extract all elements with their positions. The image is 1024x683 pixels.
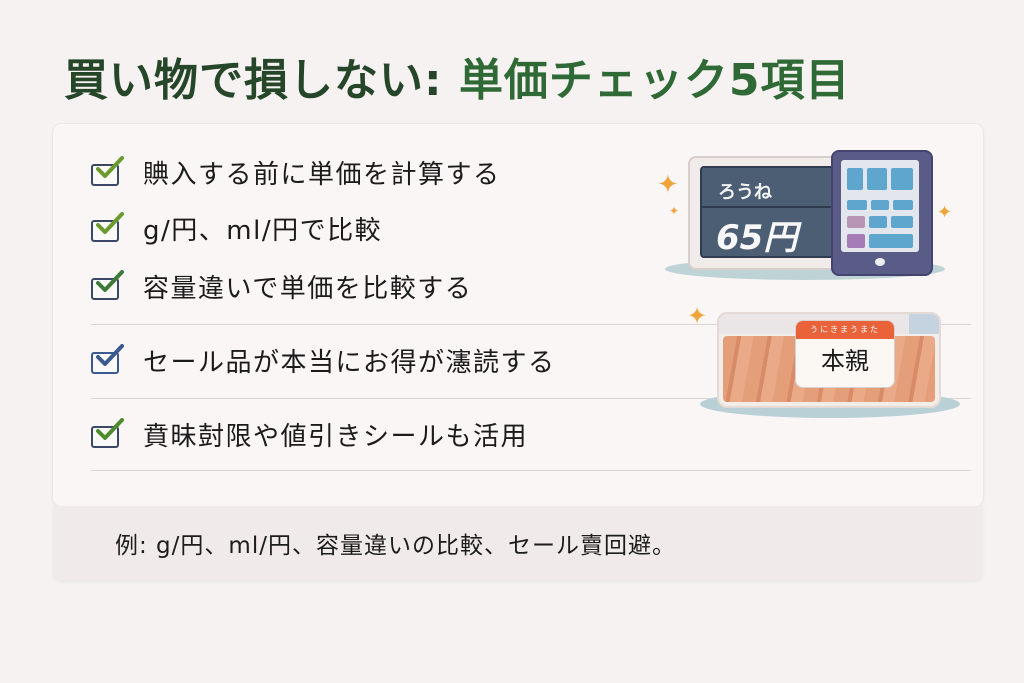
checklist-item-label: 容量違いで単価を比較する (143, 273, 473, 304)
page-title: 買い物で損しない: 単価チェック5項目 (64, 44, 851, 108)
price-display-top-text: ろうね (718, 182, 772, 203)
price-tag-header: うにきまうまた (796, 321, 894, 339)
sparkle-icon: ✦ (687, 302, 708, 330)
sparkle-icon: ✦ (669, 204, 680, 218)
divider (91, 324, 971, 325)
food-pack-illustration: ✦ うにきまうまた 本親 (687, 300, 960, 425)
divider (91, 398, 971, 399)
checklist-item-label: g/円、ml/円で比較 (143, 215, 383, 246)
checklist-item-3[interactable]: 容量違いで単価を比較する (91, 264, 472, 308)
price-calculator-illustration: ✦ ✦ ✦ ろうね 65円 (655, 150, 965, 285)
example-note: 例: g/円、ml/円、容量違いの比較、セール賣回避。 (53, 506, 983, 580)
checkbox-checked-icon[interactable] (91, 344, 124, 374)
checklist-item-4[interactable]: セール品が本当にお得が瀗読する (91, 338, 556, 382)
divider (91, 470, 971, 471)
tablet-icon (831, 150, 933, 276)
checkbox-checked-icon[interactable] (91, 270, 124, 300)
price-display-amount: 65円 (716, 218, 798, 258)
sparkle-icon: ✦ (937, 202, 953, 223)
checklist-item-label: 賟入する前に単価を計算する (143, 159, 501, 190)
title-part-1: 買い物で損しない: (64, 55, 443, 106)
checkbox-checked-icon[interactable] (91, 418, 124, 448)
checklist-item-2[interactable]: g/円、ml/円で比較 (91, 206, 382, 250)
checkbox-checked-icon[interactable] (91, 212, 124, 242)
price-tag-text: 本親 (821, 347, 869, 375)
sparkle-icon: ✦ (657, 170, 679, 200)
example-note-text: 例: g/円、ml/円、容量違いの比較、セール賣回避。 (115, 533, 676, 559)
checklist-item-label: 賁昧尌限や値引きシールも活用 (143, 421, 529, 452)
price-tag: うにきまうまた 本親 (795, 320, 895, 388)
title-part-2: 単価チェック5項目 (458, 55, 851, 106)
checklist-item-label: セール品が本当にお得が瀗読する (143, 347, 556, 378)
checklist-item-1[interactable]: 賟入する前に単価を計算する (91, 150, 501, 194)
checkbox-checked-icon[interactable] (91, 156, 124, 186)
checklist-item-5[interactable]: 賁昧尌限や値引きシールも活用 (91, 412, 528, 456)
